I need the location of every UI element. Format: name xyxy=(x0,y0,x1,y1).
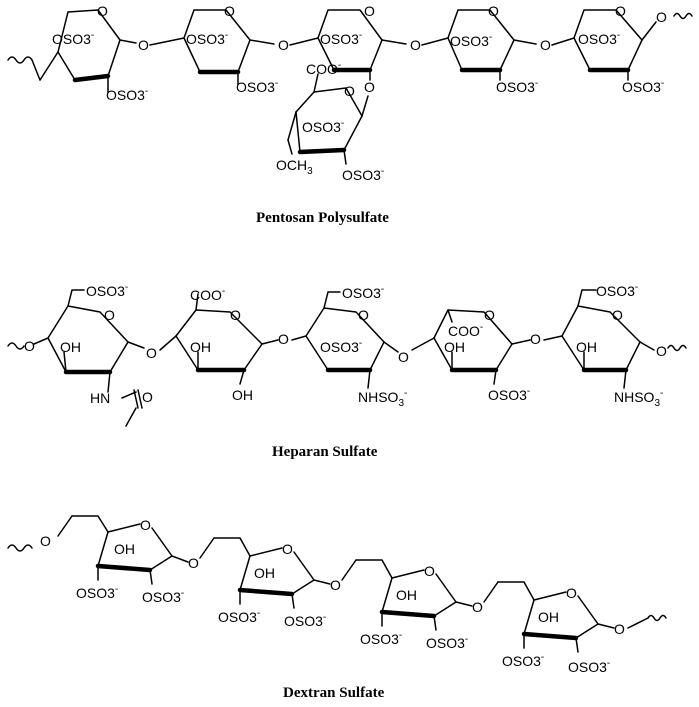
osulfate-label: OSO3- xyxy=(218,608,260,625)
dextran-ring-4: O OH O OSO3- OSO3- xyxy=(483,581,667,675)
osulfate-label: OSO3- xyxy=(142,588,184,605)
pentosan-ring-1: O OSO3- OSO3- xyxy=(7,3,148,103)
osulfate-label: OSO3- xyxy=(568,658,610,675)
glycosidic-oxygen-label: O xyxy=(530,331,541,347)
glycosidic-oxygen-label: O xyxy=(138,37,149,53)
heparan-ring-1: O O OSO3- OH HN O xyxy=(7,282,153,427)
ring-oxygen-label: O xyxy=(224,3,235,19)
terminal-oxygen-label: O xyxy=(656,343,667,359)
hydroxyl-label: OH xyxy=(232,387,253,403)
heparan-ring-2: O COO- OH OH xyxy=(159,286,279,403)
ring-oxygen-label: O xyxy=(488,3,499,19)
hydroxyl-label: OH xyxy=(576,339,597,355)
linkage-oxygen-label: O xyxy=(24,338,35,354)
terminal-oxygen-label: O xyxy=(614,621,625,637)
heparan-sulfate-structure: O O OSO3- OH HN O O O COO- OH OH O xyxy=(7,282,687,460)
pentosan-ring-2: O OSO3- OSO3- xyxy=(149,3,278,95)
pentosan-ring-4: O OSO3- OSO3- xyxy=(421,3,538,95)
ring-oxygen-label: O xyxy=(140,517,151,533)
carboxylate-label: COO- xyxy=(448,322,483,339)
pentosan-title: Pentosan Polysulfate xyxy=(256,210,389,226)
glycosidic-oxygen-label: O xyxy=(540,37,551,53)
ring-oxygen-label: O xyxy=(424,563,435,579)
osulfate-label: OSO3- xyxy=(502,652,544,669)
pentosan-ring-3: O OSO3- O xyxy=(289,3,407,95)
heparan-ring-3: O OSO3- OSO3- NHSO3- xyxy=(291,284,407,409)
nsulfate-label: NHSO3- xyxy=(358,388,407,409)
ring-oxygen-label: O xyxy=(615,3,626,19)
dextran-ring-2: O OH OSO3- OSO3- xyxy=(199,537,331,629)
carbonyl-oxygen-label: O xyxy=(142,389,153,405)
linkage-oxygen-label: O xyxy=(40,533,51,549)
osulfate-label: OSO3- xyxy=(236,78,278,95)
osulfate-label: OSO3- xyxy=(450,32,492,49)
hydroxyl-label: OH xyxy=(190,339,211,355)
pentosan-ring-5: O O OSO3- OSO3- xyxy=(551,3,693,95)
osulfate-label: OSO3- xyxy=(320,30,362,47)
osulfate-label: OSO3- xyxy=(320,338,362,355)
ring-oxygen-label: O xyxy=(282,541,293,557)
glycosidic-oxygen-label: O xyxy=(278,331,289,347)
amide-nh-label: HN xyxy=(90,390,110,406)
methoxy-label: OCH3 xyxy=(276,157,313,177)
ring-oxygen-label: O xyxy=(566,585,577,601)
glycosidic-oxygen-label: O xyxy=(278,37,289,53)
hydroxyl-label: OH xyxy=(254,565,275,581)
ring-oxygen-label: O xyxy=(612,307,623,323)
osulfate-label: OSO3- xyxy=(596,282,638,299)
osulfate-label: OSO3- xyxy=(342,284,384,301)
hydroxyl-label: OH xyxy=(60,339,81,355)
dextran-ring-3: O OH OSO3- OSO3- xyxy=(341,559,473,651)
ring-oxygen-label: O xyxy=(104,307,115,323)
carboxylate-label: COO- xyxy=(190,286,225,303)
terminal-oxygen-label: O xyxy=(656,9,667,25)
hydroxyl-label: OH xyxy=(114,541,135,557)
heparan-ring-5: O OSO3- OH O NHSO3- xyxy=(543,282,687,409)
osulfate-label: OSO3- xyxy=(496,78,538,95)
carboxylate-label: COO- xyxy=(306,60,341,77)
glycosidic-oxygen-label: O xyxy=(410,37,421,53)
nsulfate-label: NHSO3- xyxy=(614,388,663,409)
hydroxyl-label: OH xyxy=(396,587,417,603)
osulfate-label: OSO3- xyxy=(360,630,402,647)
glycosidic-oxygen-label: O xyxy=(146,345,157,361)
osulfate-label: OSO3- xyxy=(186,30,228,47)
branch-oxygen-label: O xyxy=(364,79,375,95)
ring-oxygen-label: O xyxy=(484,307,495,323)
glycosidic-oxygen-label: O xyxy=(188,555,199,571)
hydroxyl-label: OH xyxy=(444,339,465,355)
osulfate-label: OSO3- xyxy=(284,612,326,629)
osulfate-label: OSO3- xyxy=(76,584,118,601)
heparan-ring-4: O COO- OH OSO3- xyxy=(411,307,531,403)
osulfate-label: OSO3- xyxy=(342,166,384,183)
hydroxyl-label: OH xyxy=(538,609,559,625)
glycosidic-oxygen-label: O xyxy=(330,577,341,593)
ring-oxygen-label: O xyxy=(97,3,108,19)
osulfate-label: OSO3- xyxy=(488,386,530,403)
dextran-title: Dextran Sulfate xyxy=(283,685,385,701)
heparan-title: Heparan Sulfate xyxy=(272,444,378,460)
osulfate-label: OSO3- xyxy=(426,634,468,651)
osulfate-label: OSO3- xyxy=(52,30,94,47)
osulfate-label: OSO3- xyxy=(86,282,128,299)
osulfate-label: OSO3- xyxy=(622,78,664,95)
pentosan-polysulfate-structure: O OSO3- OSO3- O O OSO3- OSO3- O xyxy=(7,3,693,226)
ring-oxygen-label: O xyxy=(358,307,369,323)
glycosidic-oxygen-label: O xyxy=(398,349,409,365)
glycosidic-oxygen-label: O xyxy=(472,599,483,615)
osulfate-label: OSO3- xyxy=(578,30,620,47)
osulfate-label: OSO3- xyxy=(106,86,148,103)
ring-oxygen-label: O xyxy=(230,307,241,323)
ring-oxygen-label: O xyxy=(344,83,355,99)
dextran-ring-1: O O OH OSO3- OSO3- xyxy=(7,515,189,605)
ring-oxygen-label: O xyxy=(364,3,375,19)
osulfate-label: OSO3- xyxy=(302,118,344,135)
dextran-sulfate-structure: O O OH OSO3- OSO3- O O OH OSO3- OSO3- O xyxy=(7,515,667,701)
pentosan-branch-uronic-ring: O COO- OSO3- OCH3 OSO3- xyxy=(276,60,384,183)
